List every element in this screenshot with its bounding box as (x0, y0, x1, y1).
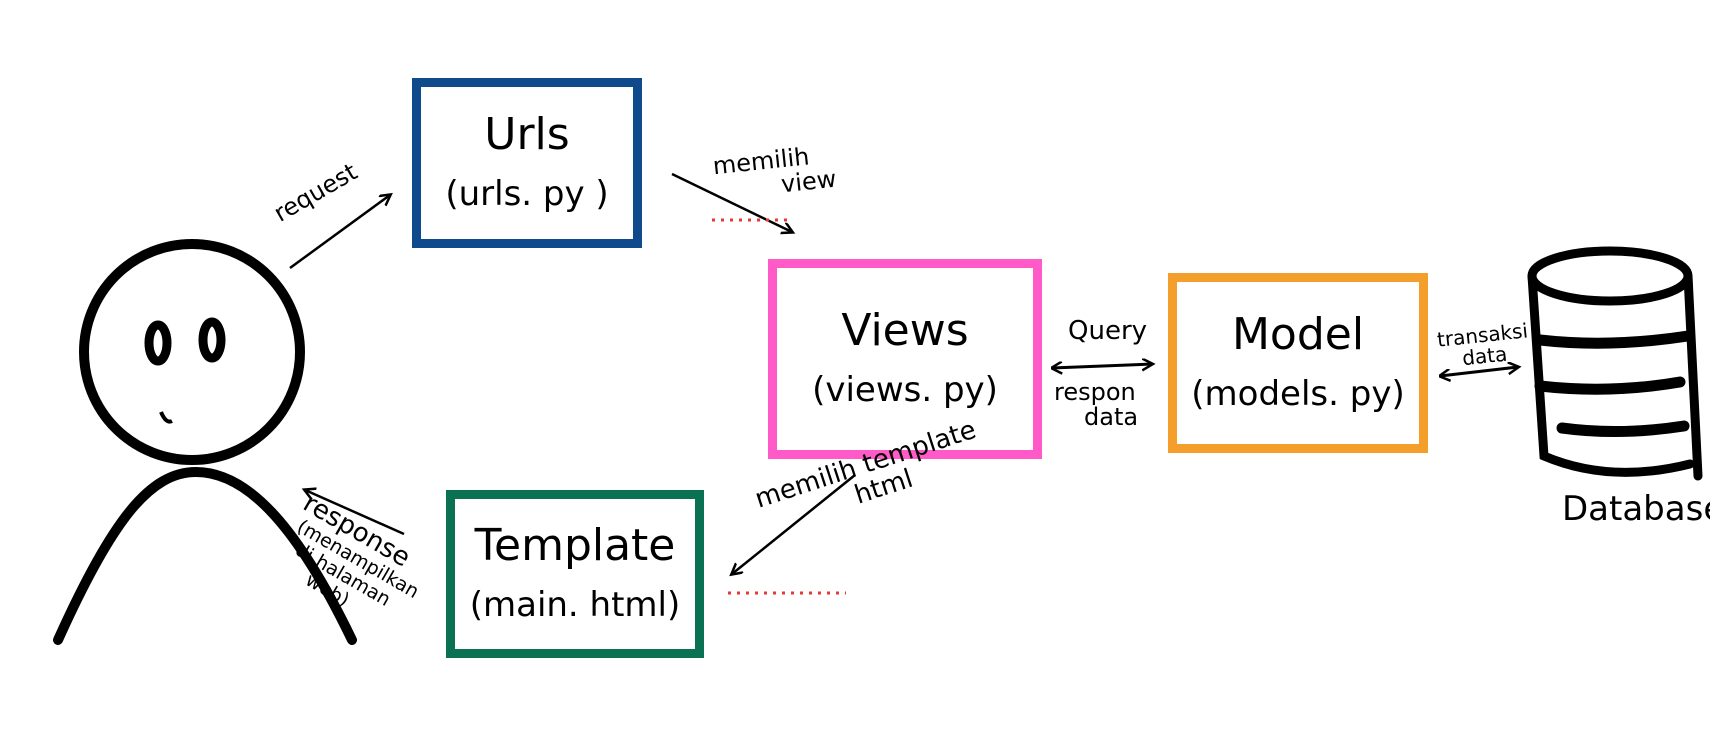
database-label: Database (1562, 489, 1710, 529)
model-file: (models. py) (1191, 373, 1405, 414)
query-label: Query (1068, 316, 1148, 346)
template-file: (main. html) (469, 584, 681, 625)
urls-node: Urls (urls. py ) (412, 78, 642, 248)
template-title: Template (474, 520, 676, 572)
stick-figure-user-icon (53, 239, 357, 645)
memilih-view-arrow (671, 172, 792, 232)
views-file: (views. py) (812, 369, 998, 410)
model-title: Model (1231, 309, 1365, 361)
respon-data-label: respon data (1054, 378, 1139, 432)
urls-file: (urls. py ) (445, 173, 609, 214)
urls-title: Urls (484, 109, 570, 161)
database-cylinder-icon (1527, 246, 1703, 481)
query-double-arrow (1052, 364, 1152, 368)
model-node: Model (models. py) (1168, 273, 1428, 453)
views-node: Views (views. py) (768, 259, 1042, 459)
response-arrow (305, 490, 405, 536)
respon-data-line1: respon (1054, 378, 1136, 406)
memilih-template-arrow (732, 474, 856, 574)
request-arrow (289, 195, 390, 270)
respon-data-line2: data (1084, 403, 1139, 432)
views-title: Views (841, 305, 969, 357)
transaksi-data-double-arrow (1440, 367, 1518, 376)
template-node: Template (main. html) (446, 490, 704, 658)
